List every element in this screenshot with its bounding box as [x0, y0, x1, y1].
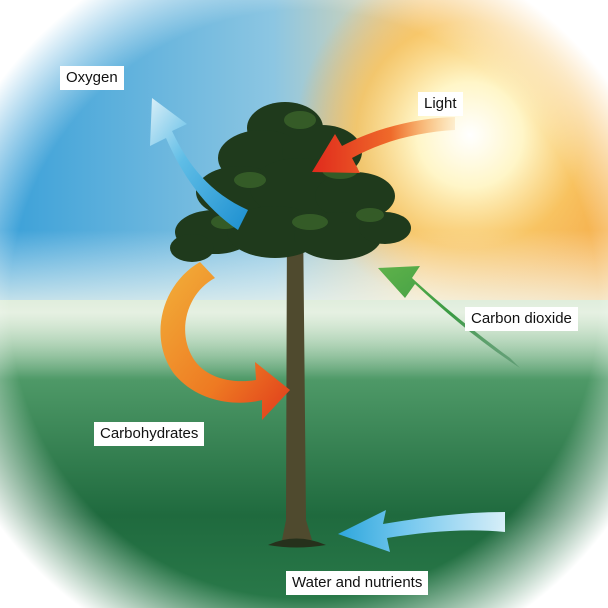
light-label: Light: [418, 92, 463, 116]
water-and-nutrients-label: Water and nutrients: [286, 571, 429, 595]
carbohydrates-label: Carbohydrates: [94, 422, 205, 446]
oxygen-label: Oxygen: [60, 66, 124, 90]
carbon-dioxide-label: Carbon dioxide: [465, 307, 578, 331]
